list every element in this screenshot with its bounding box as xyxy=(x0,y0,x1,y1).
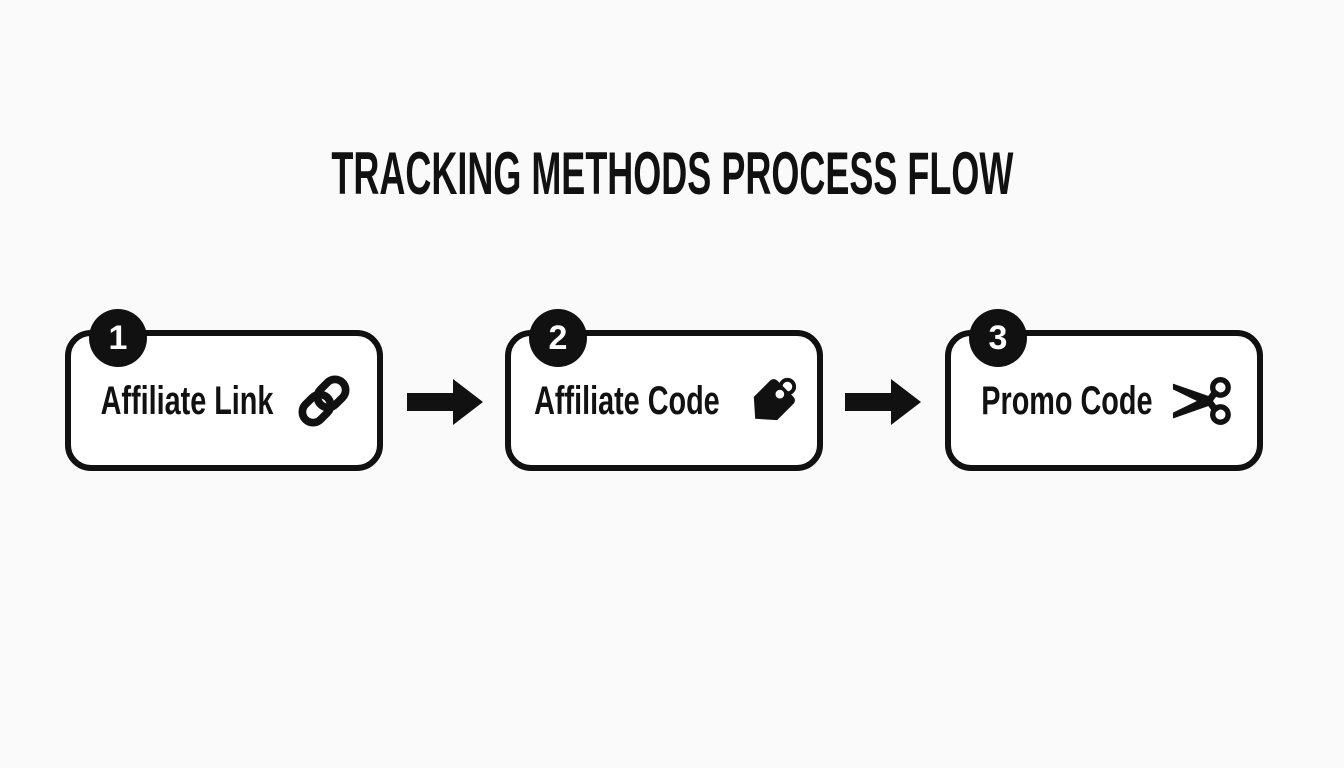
link-icon xyxy=(293,370,355,432)
step-box-affiliate-code: 2 Affiliate Code xyxy=(505,309,823,471)
page-title: TRACKING METHODS PROCESS FLOW xyxy=(330,140,1013,207)
step-number-badge: 2 xyxy=(529,309,587,367)
step-label: Promo Code xyxy=(981,378,1153,423)
step-number-badge: 1 xyxy=(89,309,147,367)
step-number: 3 xyxy=(988,319,1008,357)
title-container: TRACKING METHODS PROCESS FLOW xyxy=(0,144,1344,204)
step-content: Affiliate Code xyxy=(511,336,817,465)
step-label: Affiliate Code xyxy=(534,378,720,423)
step-content: Promo Code xyxy=(951,336,1257,465)
arrow-right-icon xyxy=(845,379,921,425)
scissors-icon xyxy=(1172,370,1234,432)
step-label: Affiliate Link xyxy=(100,378,274,423)
step-content: Affiliate Link xyxy=(71,336,377,465)
step-number: 1 xyxy=(108,319,128,357)
arrow-right-icon xyxy=(407,379,483,425)
step-number-badge: 3 xyxy=(969,309,1027,367)
step-box-affiliate-link: 1 Affiliate Link xyxy=(65,309,383,471)
tag-icon xyxy=(742,370,804,432)
step-number: 2 xyxy=(548,319,568,357)
step-box-promo-code: 3 Promo Code xyxy=(945,309,1263,471)
